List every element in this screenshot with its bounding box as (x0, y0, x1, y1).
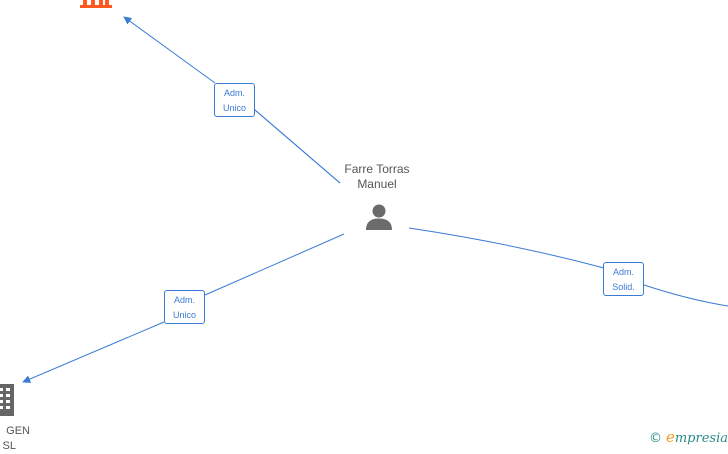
edge-role-line1: Adm. (223, 88, 245, 98)
copyright-icon: © (648, 431, 662, 446)
edge-line-right (408, 227, 728, 307)
empresia-watermark: ©empresia (649, 428, 728, 446)
person-icon[interactable] (364, 202, 394, 232)
company-bottom-left-name[interactable]: GEN SL (0, 424, 30, 454)
edge-role-line2: Unico (172, 310, 196, 320)
building-icon[interactable] (80, 0, 112, 10)
edge-role-line2: Solid. (612, 282, 635, 292)
company-name-line2: SL (2, 440, 16, 452)
edge-role-line1: Adm. (173, 295, 195, 305)
brand-logo: empresia (665, 428, 728, 446)
edge-label-right[interactable]: Adm. Solid. (603, 262, 644, 296)
center-name-line2: Manuel (357, 177, 397, 191)
edge-role-line2: Unico (222, 103, 246, 113)
edge-role-line1: Adm. (612, 267, 634, 277)
edge-line-top-lower (254, 109, 341, 184)
center-node-name[interactable]: Farre Torras Manuel (327, 162, 427, 192)
edge-label-top[interactable]: Adm. Unico (214, 83, 255, 117)
company-name-line1: GEN (6, 425, 30, 437)
center-name-line1: Farre Torras (344, 162, 410, 176)
building-icon[interactable] (0, 384, 16, 418)
edge-line-bottom-left (23, 233, 345, 382)
edge-label-bottom-left[interactable]: Adm. Unico (164, 290, 205, 324)
